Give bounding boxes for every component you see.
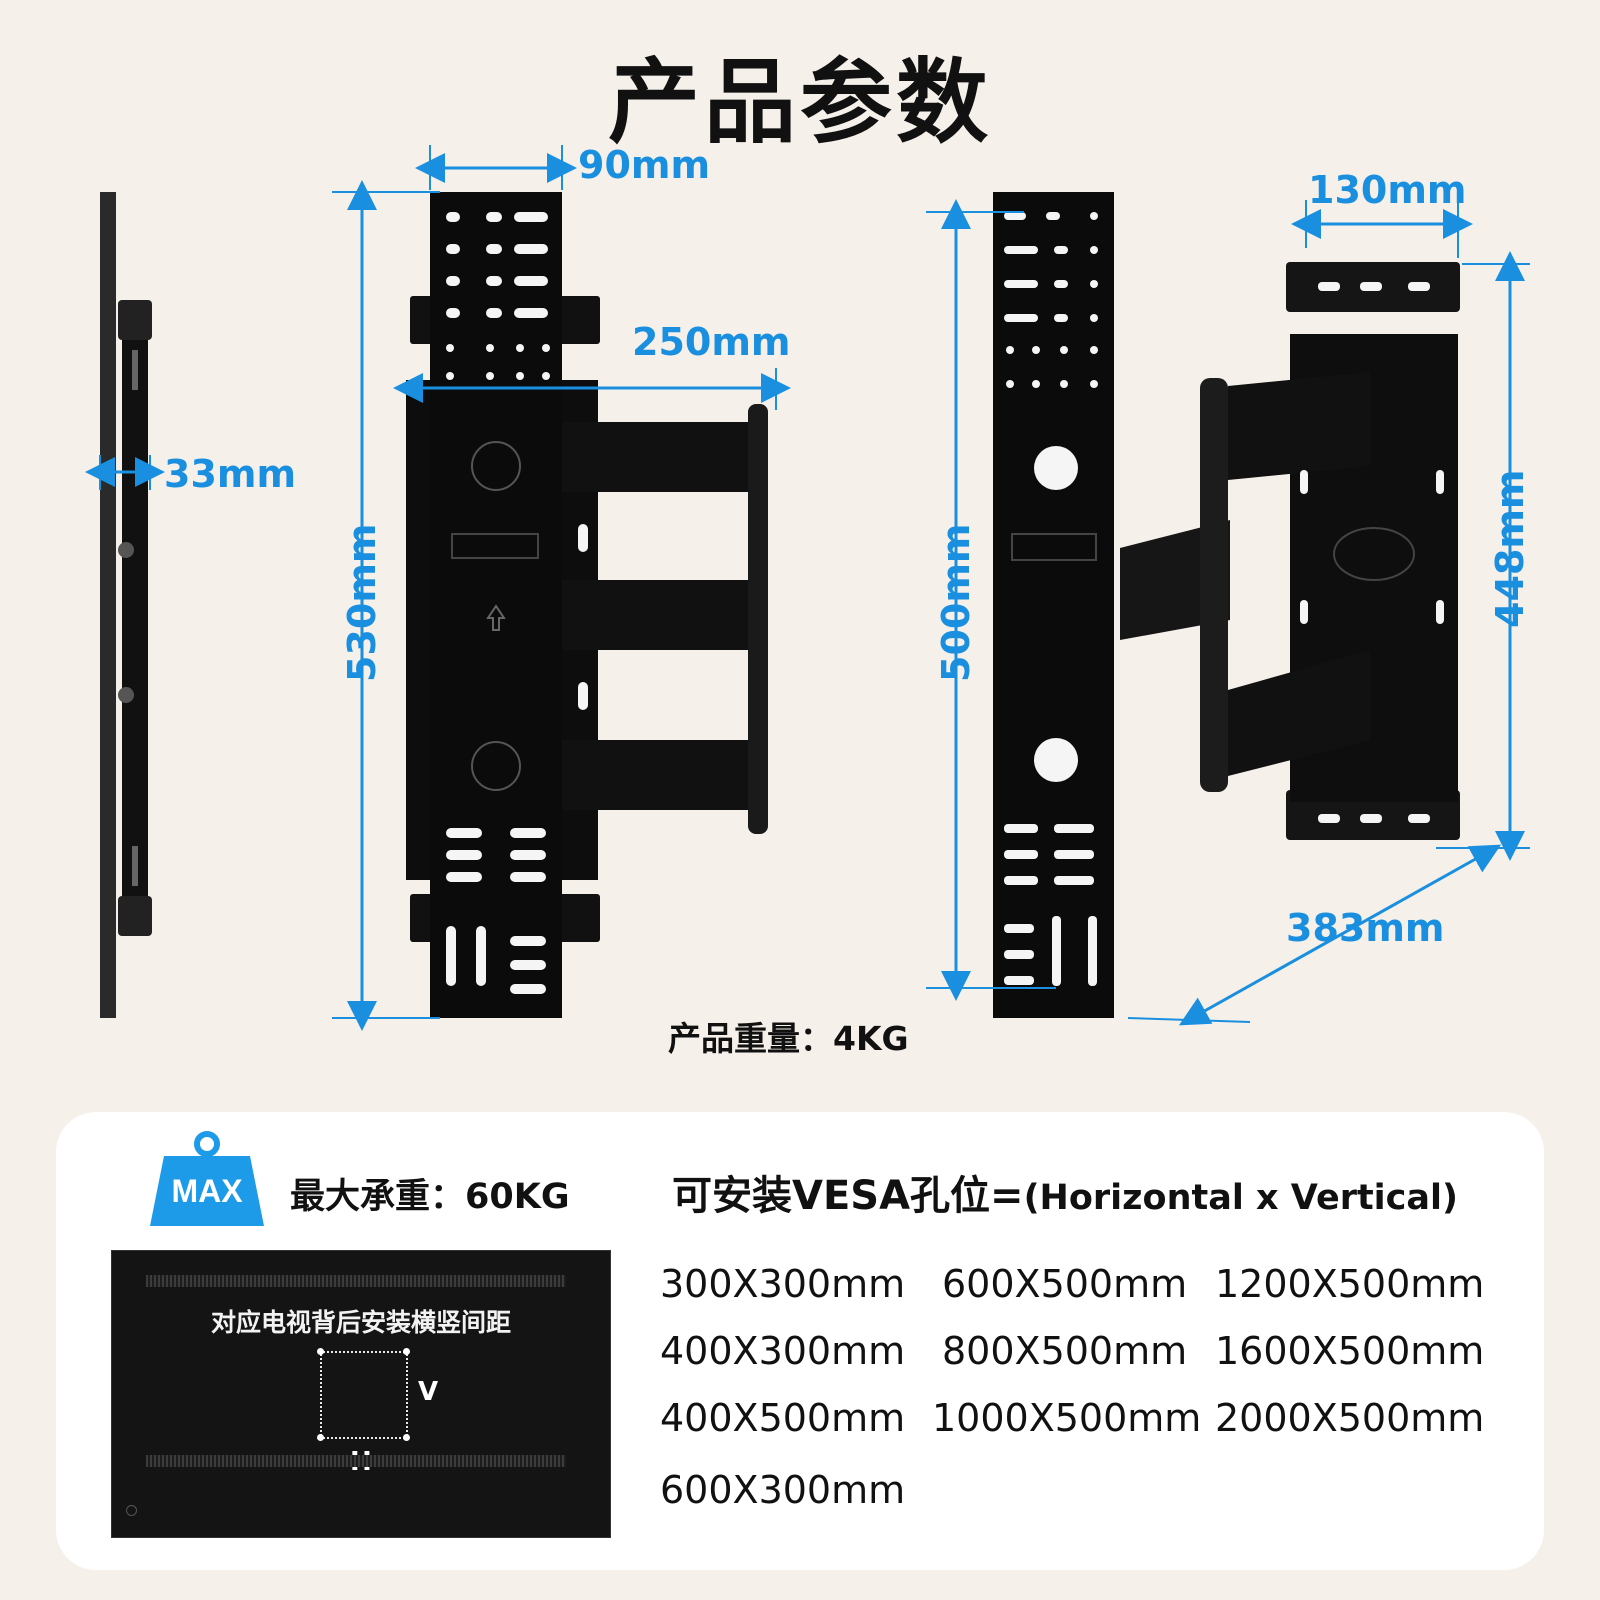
mount-hole — [317, 1434, 324, 1441]
screw-icon — [126, 1505, 137, 1516]
vesa-size-item: 400X300mm — [660, 1329, 906, 1373]
vesa-size-item: 2000X500mm — [1215, 1396, 1485, 1440]
weight-badge-icon: MAX — [150, 1131, 264, 1226]
vesa-size-item: 1000X500mm — [932, 1396, 1202, 1440]
vesa-size-item: 300X300mm — [660, 1262, 906, 1306]
vesa-size-item: 400X500mm — [660, 1396, 906, 1440]
depth-dimension: 33mm — [164, 452, 297, 496]
tv-caption: 对应电视背后安装横竖间距 — [210, 1308, 511, 1337]
vesa-size-list: 300X300mm 400X300mm 400X500mm 600X300mm … — [660, 1262, 1520, 1552]
page-title: 产品参数 — [607, 49, 992, 156]
wall-plate-width-dimension: 130mm — [1308, 168, 1467, 212]
tv-vent-top — [146, 1275, 566, 1287]
max-load-label: 最大承重：60KG — [290, 1177, 570, 1217]
wall-plate-height-dimension: 448mm — [1488, 469, 1532, 628]
max-extension-dimension: 383mm — [1286, 906, 1445, 950]
tv-back-diagram: 对应电视背后安装横竖间距 V H — [111, 1250, 611, 1538]
vesa-title-cn: 可安装VESA孔位= — [672, 1173, 1024, 1219]
mount-hole — [317, 1348, 324, 1355]
vesa-title-en: (Horizontal x Vertical) — [1023, 1178, 1459, 1218]
isometric-view — [993, 192, 1460, 1018]
bracket-illustration — [85, 145, 1530, 1031]
vesa-size-item: 600X500mm — [942, 1262, 1188, 1306]
vertical-label: V — [418, 1377, 439, 1407]
tv-plate-height-dimension: 500mm — [934, 523, 978, 682]
vesa-pattern-outline — [320, 1351, 408, 1439]
max-badge-text: MAX — [171, 1173, 243, 1209]
mount-hole — [403, 1434, 410, 1441]
product-weight: 产品重量：4KG — [668, 1019, 909, 1058]
mount-hole — [403, 1348, 410, 1355]
vesa-size-item: 1600X500mm — [1215, 1329, 1485, 1373]
tv-vent-bottom — [146, 1455, 566, 1467]
arm-extension-dimension: 250mm — [632, 320, 791, 364]
vesa-size-item: 600X300mm — [660, 1468, 906, 1512]
plate-width-dimension: 90mm — [578, 143, 711, 187]
plate-height-dimension: 530mm — [340, 523, 384, 682]
front-view — [406, 192, 768, 1018]
side-view — [100, 192, 152, 1018]
vesa-size-item: 1200X500mm — [1215, 1262, 1485, 1306]
vesa-title: 可安装VESA孔位=(Horizontal x Vertical) — [672, 1163, 1458, 1221]
vesa-size-item: 800X500mm — [942, 1329, 1188, 1373]
